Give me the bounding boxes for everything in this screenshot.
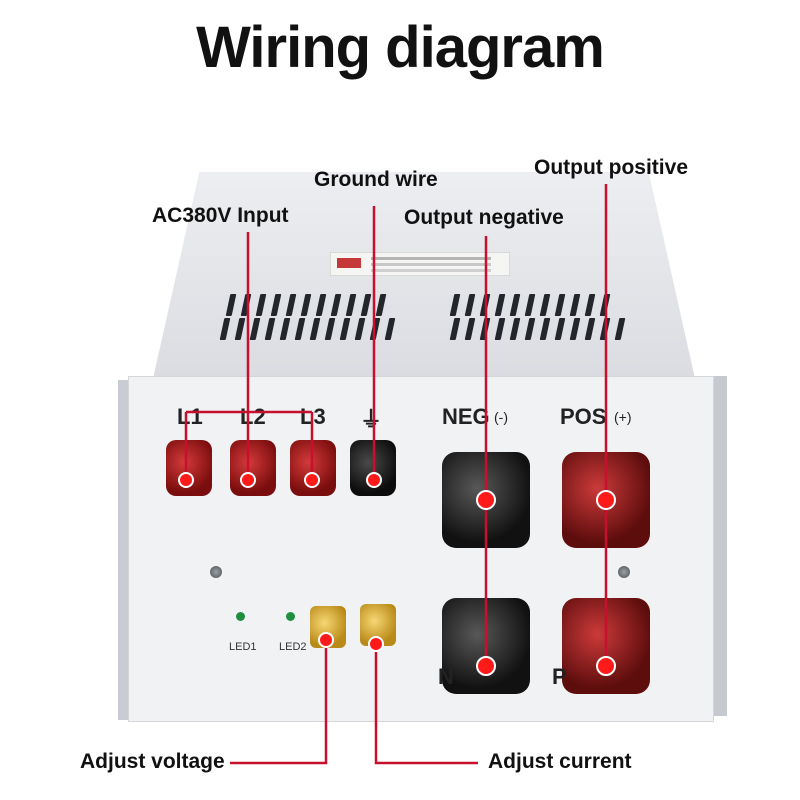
marker-neg-upper [476, 490, 496, 510]
terminal-l2 [230, 440, 276, 496]
label-neg: NEG [442, 404, 490, 429]
label-n-partial: N [438, 664, 454, 689]
callout-adjust-current: Adjust current [488, 750, 632, 773]
marker-pos-lower [596, 656, 616, 676]
marker-l1 [178, 472, 194, 488]
label-p-partial: P [552, 664, 567, 689]
label-l2: L2 [240, 404, 266, 429]
marker-neg-lower [476, 656, 496, 676]
marker-voltage [318, 632, 334, 648]
marker-l3 [304, 472, 320, 488]
label-l1: L1 [177, 404, 203, 429]
led2-label: LED2 [279, 641, 307, 653]
callout-output-positive: Output positive [534, 156, 688, 179]
callout-ground-wire: Ground wire [314, 168, 438, 191]
label-pos-sign: (+) [614, 409, 632, 425]
callout-output-negative: Output negative [404, 206, 564, 229]
marker-ground [366, 472, 382, 488]
mounting-screw-left [210, 566, 222, 578]
callout-ac-input: AC380V Input [152, 204, 289, 227]
mounting-screw-right [618, 566, 630, 578]
label-neg-sign: (-) [494, 409, 508, 425]
device-label-sticker [330, 252, 510, 276]
led2-indicator [286, 612, 295, 621]
callout-adjust-voltage: Adjust voltage [80, 750, 225, 773]
device-front-panel [128, 376, 714, 722]
label-pos: POS [560, 404, 607, 429]
diagram-title: Wiring diagram [196, 15, 605, 80]
ground-symbol-icon: ⏚ [360, 407, 383, 432]
led1-indicator [236, 612, 245, 621]
line-adjust-voltage [230, 640, 328, 765]
line-adjust-current [374, 644, 478, 765]
marker-l2 [240, 472, 256, 488]
led1-label: LED1 [229, 641, 257, 653]
marker-pos-upper [596, 490, 616, 510]
marker-current [368, 636, 384, 652]
